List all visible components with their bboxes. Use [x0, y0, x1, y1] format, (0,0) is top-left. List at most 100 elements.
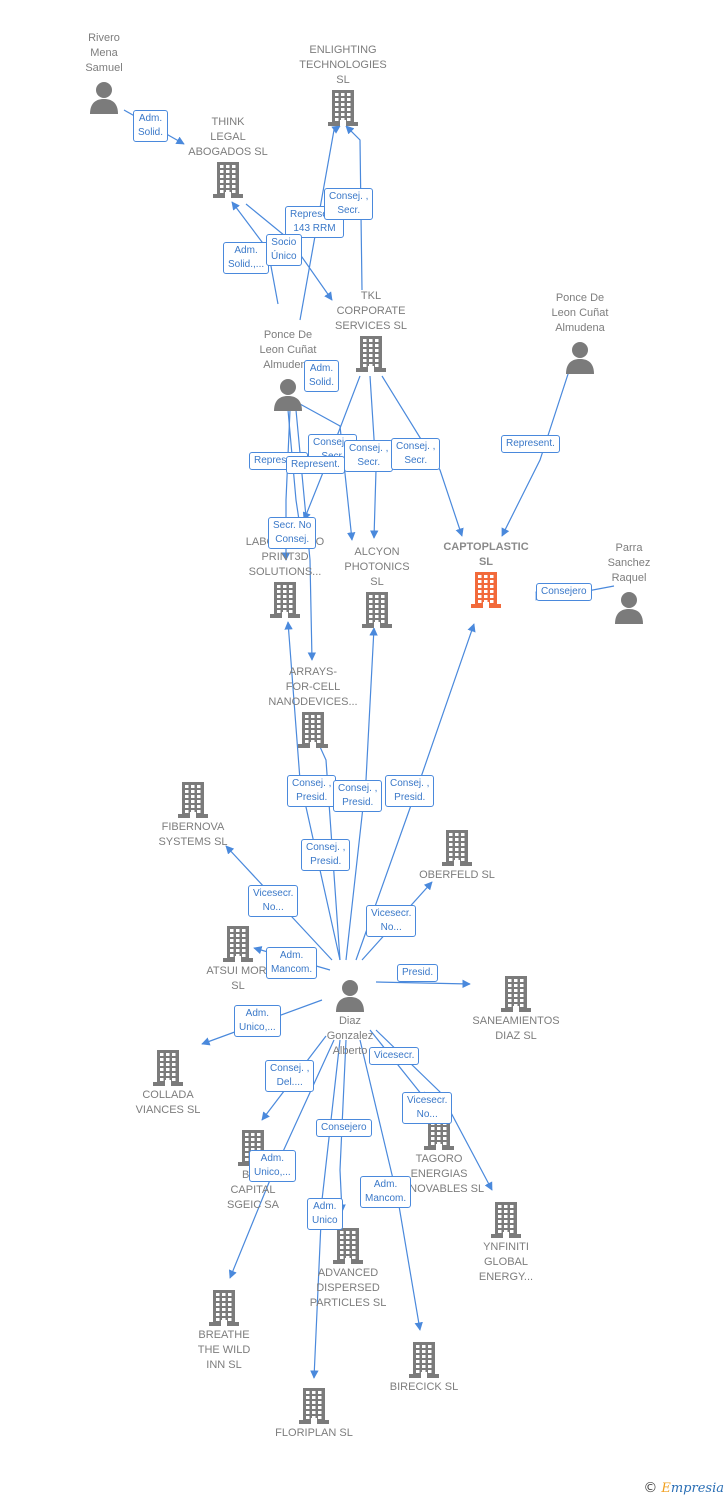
person-icon — [336, 980, 364, 1012]
relation-label[interactable]: Adm. Mancom. — [360, 1176, 412, 1208]
node-label: Ponce De Leon Cuñat Almudena — [259, 329, 317, 371]
company-node-oberfeld[interactable]: OBERFELD SL — [397, 828, 517, 883]
relation-edge — [369, 1029, 427, 1101]
node-label: Rivero Mena Samuel — [85, 32, 123, 74]
building-icon-wrap — [176, 780, 210, 820]
building-icon — [471, 572, 501, 608]
company-node-saneamientos[interactable]: SANEAMIENTOS DIAZ SL — [456, 974, 576, 1044]
brand-name: mpresia — [670, 1480, 724, 1496]
node-label: Diaz Gonzalez Alberto — [326, 1015, 374, 1057]
relation-label[interactable]: Represent. — [501, 435, 560, 453]
relation-label[interactable]: Adm. Solid. — [133, 110, 169, 142]
person-icon-wrap — [612, 586, 646, 626]
relation-label[interactable]: Vicesecr. No... — [402, 1092, 453, 1124]
company-node-advanced[interactable]: ADVANCED DISPERSED PARTICLES SL — [288, 1226, 408, 1311]
node-label: THINK LEGAL ABOGADOS SL — [188, 116, 268, 158]
relation-edge — [299, 125, 341, 321]
company-node-think[interactable]: THINK LEGAL ABOGADOS SL — [168, 115, 288, 200]
relation-label[interactable]: Consej. , Secr. — [391, 438, 441, 470]
relation-label[interactable]: Vicesecr. — [369, 1047, 420, 1065]
building-icon-wrap — [407, 1340, 441, 1380]
relation-label[interactable]: Adm. Unico,... — [249, 1150, 296, 1182]
building-icon-wrap — [296, 710, 330, 750]
relation-label[interactable]: Secr. No Consej. — [268, 517, 317, 549]
building-icon-wrap — [297, 1386, 331, 1426]
node-label: ENLIGHTING TECHNOLOGIES SL — [299, 44, 387, 86]
building-icon — [299, 1388, 329, 1424]
person-node-rivero[interactable]: Rivero Mena Samuel — [44, 31, 164, 116]
relation-label[interactable]: Consej. , Presid. — [333, 780, 383, 812]
relation-label[interactable]: Consej. , Secr. — [324, 188, 374, 220]
person-icon — [566, 342, 594, 374]
relation-label[interactable]: Consejero — [536, 583, 592, 601]
node-label: ALCYON PHOTONICS SL — [344, 546, 410, 588]
company-node-ynfiniti[interactable]: YNFINITI GLOBAL ENERGY... — [446, 1200, 566, 1285]
person-node-ponce2[interactable]: Ponce De Leon Cuñat Almudena — [228, 328, 348, 413]
node-label: Ponce De Leon Cuñat Almudena — [551, 292, 609, 334]
building-icon — [409, 1342, 439, 1378]
relation-label[interactable]: Consej. , Secr. — [344, 440, 394, 472]
building-icon — [178, 782, 208, 818]
node-label: ADVANCED DISPERSED PARTICLES SL — [309, 1267, 387, 1309]
node-label: OBERFELD SL — [419, 869, 495, 881]
relation-label[interactable]: Vicesecr. No... — [248, 885, 299, 917]
building-icon-wrap — [354, 334, 388, 374]
building-icon — [442, 830, 472, 866]
relation-edge — [375, 979, 471, 989]
building-icon-wrap — [469, 570, 503, 610]
relation-label[interactable]: Adm. Unico — [307, 1198, 343, 1230]
company-node-enlighting[interactable]: ENLIGHTING TECHNOLOGIES SL — [283, 43, 403, 128]
relation-label[interactable]: Consej. , Presid. — [301, 839, 351, 871]
company-node-breathe[interactable]: BREATHE THE WILD INN SL — [164, 1288, 284, 1373]
relation-label[interactable]: Adm. Mancom. — [266, 947, 318, 979]
relation-label[interactable]: Adm. Solid.,... — [223, 242, 270, 274]
relation-edge — [501, 367, 571, 537]
relation-label[interactable]: Vicesecr. No... — [366, 905, 417, 937]
node-label: CAPTOPLASTIC SL — [443, 541, 529, 568]
building-icon-wrap — [207, 1288, 241, 1328]
building-icon — [223, 926, 253, 962]
company-node-arrays[interactable]: ARRAYS- FOR-CELL NANODEVICES... — [253, 665, 373, 750]
relation-label[interactable]: Consej. , Del.... — [265, 1060, 315, 1092]
node-label: COLLADA VIANCES SL — [135, 1089, 201, 1116]
company-node-collada[interactable]: COLLADA VIANCES SL — [108, 1048, 228, 1118]
relation-label[interactable]: Adm. Solid. — [304, 360, 340, 392]
company-node-capto[interactable]: CAPTOPLASTIC SL — [426, 540, 546, 610]
relation-label[interactable]: Socio Único — [266, 234, 302, 266]
building-icon — [491, 1202, 521, 1238]
relation-label[interactable]: Consej. , Presid. — [385, 775, 435, 807]
relation-edge — [299, 403, 356, 541]
node-label: ATSUI MORI SL — [206, 965, 270, 992]
building-icon-wrap — [268, 580, 302, 620]
company-node-floriplan[interactable]: FLORIPLAN SL — [254, 1386, 374, 1441]
relation-label[interactable]: Presid. — [397, 964, 439, 982]
company-node-tkl[interactable]: TKL CORPORATE SERVICES SL — [311, 289, 431, 374]
relation-label[interactable]: Consej. , Presid. — [287, 775, 337, 807]
company-node-birecick[interactable]: BIRECICK SL — [364, 1340, 484, 1395]
copyright-symbol: © — [643, 1480, 658, 1496]
relation-edge — [381, 375, 464, 537]
brand-logo: Empresia — [661, 1481, 724, 1496]
person-icon — [274, 379, 302, 411]
person-icon-wrap — [87, 76, 121, 116]
person-node-diaz[interactable]: Diaz Gonzalez Alberto — [290, 974, 410, 1059]
company-node-alcyon[interactable]: ALCYON PHOTONICS SL — [317, 545, 437, 630]
relation-label[interactable]: Consejero — [316, 1119, 372, 1137]
company-node-fibernova[interactable]: FIBERNOVA SYSTEMS SL — [133, 780, 253, 850]
relation-label[interactable]: Represent. — [286, 456, 345, 474]
relation-edge — [345, 125, 363, 291]
relation-label[interactable]: Adm. Unico,... — [234, 1005, 281, 1037]
building-icon-wrap — [360, 590, 394, 630]
building-icon — [298, 712, 328, 748]
node-label: SANEAMIENTOS DIAZ SL — [472, 1015, 560, 1042]
building-icon-wrap — [151, 1048, 185, 1088]
person-node-parra[interactable]: Parra Sanchez Raquel — [569, 541, 689, 626]
person-node-ponce1[interactable]: Ponce De Leon Cuñat Almudena — [520, 291, 640, 376]
node-label: FLORIPLAN SL — [275, 1427, 353, 1439]
node-label: TAGORO ENERGIAS RENOVABLES SL — [393, 1153, 485, 1195]
company-node-atsui[interactable]: ATSUI MORI SL — [178, 924, 298, 994]
building-icon — [501, 976, 531, 1012]
building-icon-wrap — [489, 1200, 523, 1240]
person-icon — [615, 592, 643, 624]
